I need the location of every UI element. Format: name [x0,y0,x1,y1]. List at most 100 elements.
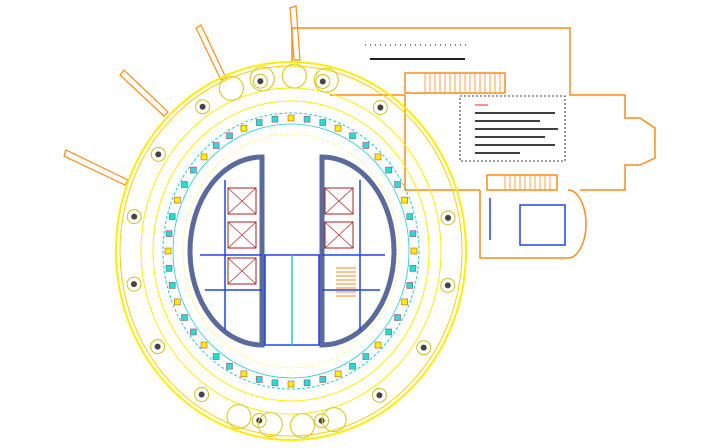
counter-seat [410,247,418,255]
counter-seat [334,124,342,132]
building-core [187,154,397,348]
counter-seat [385,166,392,174]
elevators [227,187,354,285]
table [319,78,326,85]
counter-seat [271,379,279,387]
table [130,281,137,288]
annex-stairs [424,73,551,190]
counter-seat [303,379,311,387]
table [154,343,161,350]
counter-seat [164,247,172,255]
table-cluster [440,277,456,293]
counter-seat [174,196,181,204]
counter-seat [165,230,173,237]
counter-seat [271,115,279,123]
round-booth [289,412,315,439]
counter-seat [319,376,327,383]
counter-seat [287,114,295,122]
counter-seat [394,314,401,321]
counter-seat [362,353,370,360]
counter-seat [349,362,356,370]
table-cluster [371,387,387,403]
counter-seat [409,230,417,237]
elevator-cross [227,187,257,215]
counter-seat [394,181,401,188]
table [420,344,427,351]
table-cluster [194,386,210,402]
counter-seat [287,380,295,388]
counter-seat [212,353,220,360]
counter-seat [212,142,220,149]
table-cluster [195,99,211,115]
table [445,214,452,221]
notes-block [365,44,566,162]
elevator-car [324,221,354,249]
counter-seat [174,298,181,306]
counter-seat [255,376,263,383]
round-booth [321,407,347,433]
counter-seat [190,328,197,336]
table [377,104,384,111]
elevator-car [324,187,354,215]
counter-seat [303,115,311,123]
round-booth [218,75,245,102]
table-cluster [150,146,166,162]
table [199,103,206,110]
furniture-layout [126,63,456,439]
counter-seat [362,142,370,149]
counter-seat [406,282,414,289]
outer-rings [115,61,467,441]
counter-seat [168,282,176,289]
table-cluster [150,339,166,355]
table-cluster [416,340,432,356]
counter-seat [319,119,327,126]
table-cluster [440,210,456,226]
table [155,151,162,158]
table-cluster [315,73,331,89]
table [444,282,451,289]
counter-seat [401,196,408,204]
counter-seat [200,341,208,349]
round-booth [257,411,283,438]
elevator-car [227,257,257,285]
elevator-cross [227,257,257,285]
counter-seat [374,153,382,161]
counter-seat [226,132,233,140]
counter-seat [385,328,392,336]
counter-seat [168,213,176,220]
elevator-car [227,187,257,215]
table-cluster [252,73,268,89]
counter-seat [406,213,414,220]
counter-seat [165,265,173,272]
counter-seat [181,181,188,188]
counter-seat [255,119,263,126]
counter-seat [349,132,356,140]
round-booth [281,63,307,89]
table-cluster [314,413,330,429]
table [376,392,383,399]
elevator-cross [324,221,354,249]
table [257,78,264,85]
table-cluster [126,276,142,292]
counter-seat [226,362,233,370]
counter-seat [334,370,342,378]
counter-seat [240,370,248,378]
table [131,213,138,220]
table [198,391,205,398]
counter-seat [401,298,408,306]
counter-seat [200,153,208,161]
elevator-cross [324,187,354,215]
elevator-cross [227,221,257,249]
elevator-car [227,221,257,249]
round-booth [226,404,252,430]
counter-seat [409,265,417,272]
round-booth [313,67,339,93]
counter-seat [240,124,248,132]
annex-building [291,27,656,259]
table-cluster [126,209,142,225]
counter-seat [181,314,188,321]
table-cluster [372,100,388,116]
counter-seat [374,341,382,349]
round-booth [249,66,275,92]
